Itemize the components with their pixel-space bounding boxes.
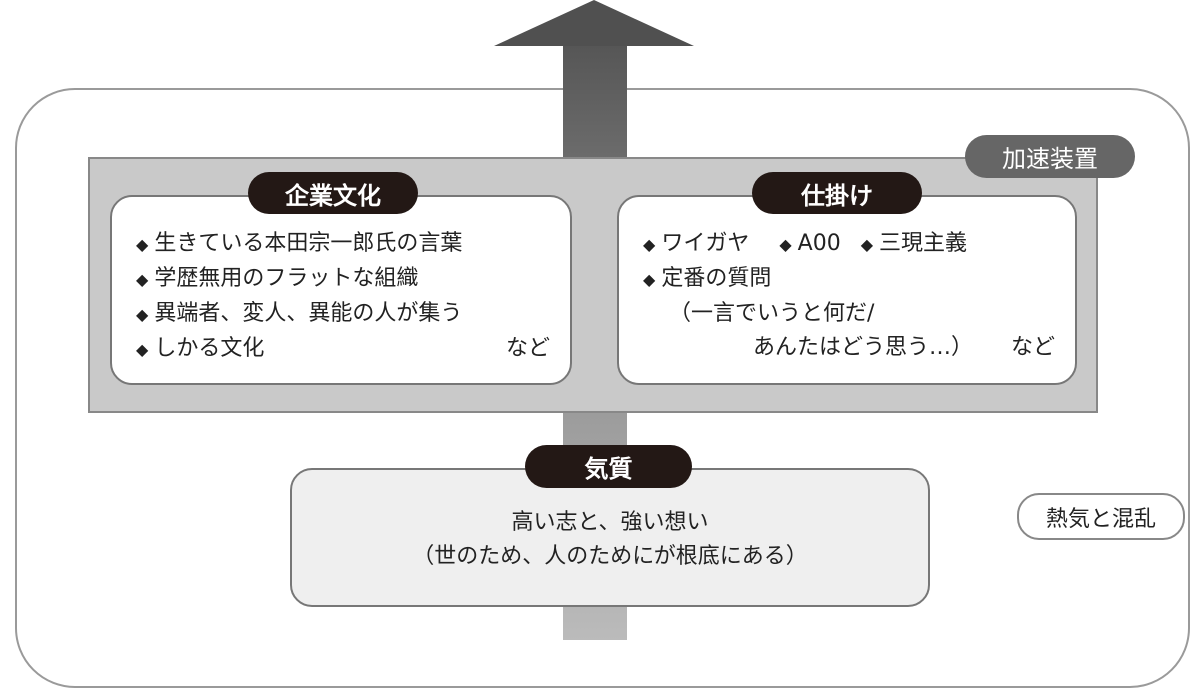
list-item: ◆異端者、変人、異能の人が集う (136, 301, 463, 326)
etc-label: など (1010, 335, 1055, 360)
accelerator-badge: 加速装置 (965, 135, 1135, 178)
etc-label: など (505, 336, 550, 361)
list-item: ◆定番の質問 (643, 266, 772, 291)
temperament-badge: 気質 (525, 445, 692, 488)
culture-badge: 企業文化 (248, 172, 418, 214)
list-item: ◆生きている本田宗一郎氏の言葉 (136, 231, 463, 256)
list-item: ◆学歴無用のフラットな組織 (136, 266, 419, 291)
arrow-up-icon (494, 0, 694, 46)
mechanism-badge: 仕掛け (752, 172, 922, 214)
temperament-line: （世のため、人のためにが根底にある） (412, 544, 808, 569)
note-line: （一言でいうと何だ/ (669, 301, 875, 326)
list-item: ◆ワイガヤ◆A00◆三現主義 (643, 231, 968, 256)
culture-box: ◆生きている本田宗一郎氏の言葉 ◆学歴無用のフラットな組織 ◆異端者、変人、異能… (110, 195, 572, 385)
temperament-line: 高い志と、強い想い (511, 510, 709, 535)
note-line: あんたはどう思う…）など (643, 331, 1075, 365)
list-item: ◆しかる文化など (136, 332, 570, 367)
heat-badge: 熱気と混乱 (1017, 493, 1185, 540)
mechanism-box: ◆ワイガヤ◆A00◆三現主義 ◆定番の質問 （一言でいうと何だ/ あんたはどう思… (617, 195, 1077, 385)
temperament-box: 高い志と、強い想い （世のため、人のためにが根底にある） (290, 468, 930, 607)
